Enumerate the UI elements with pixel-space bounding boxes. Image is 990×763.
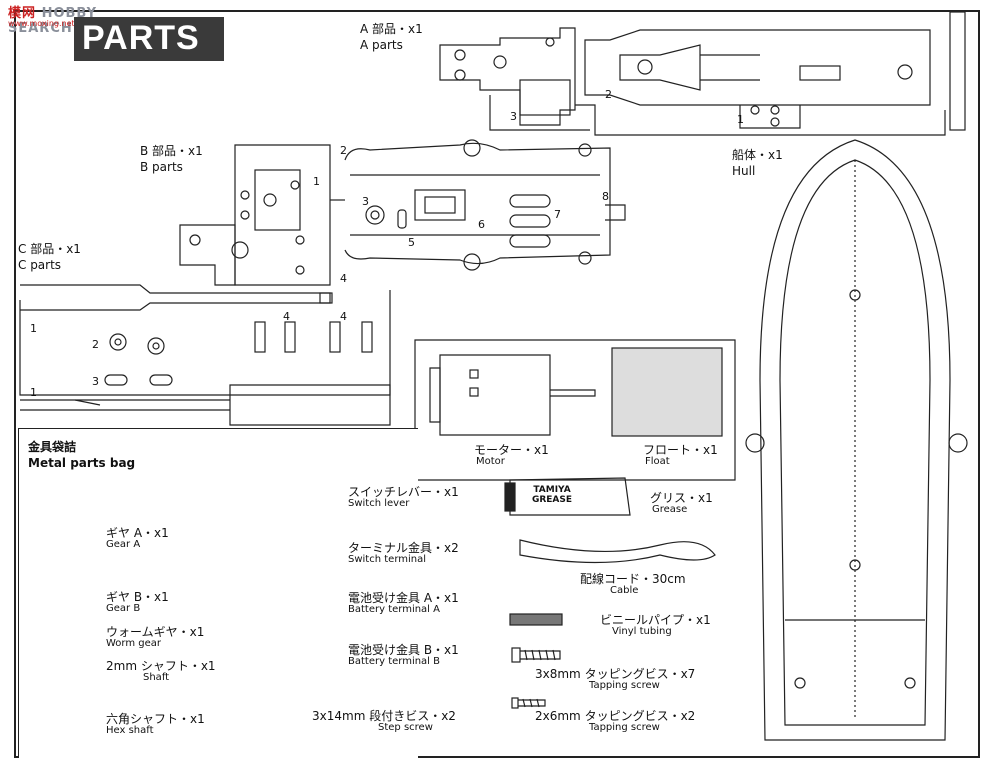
- batt-b-label-jp: 電池受け金具 B・x1: [348, 643, 459, 657]
- part-num: 1: [30, 386, 37, 399]
- hull-label-en: Hull: [732, 164, 756, 178]
- vinyl-label-jp: ビニールパイプ・x1: [600, 613, 711, 627]
- part-num: 1: [30, 322, 37, 335]
- b-parts-label-jp: B 部品・x1: [140, 144, 203, 158]
- tap6-label-en: Tapping screw: [589, 722, 660, 733]
- metal-bag-label-en: Metal parts bag: [28, 456, 136, 470]
- part-num: 5: [408, 236, 415, 249]
- worm-label-jp: ウォームギヤ・x1: [106, 625, 205, 639]
- part-num: 2: [605, 88, 612, 101]
- part-num: 1: [737, 113, 744, 126]
- metal-bag-label-jp: 金具袋詰: [28, 440, 77, 454]
- float-label-jp: フロート・x1: [643, 443, 718, 457]
- terminal-label-en: Switch terminal: [348, 554, 427, 565]
- grease-tube: [504, 477, 631, 516]
- b-parts-label-en: B parts: [140, 160, 183, 174]
- step-label-en: Step screw: [378, 722, 433, 733]
- batt-a-label-en: Battery terminal A: [348, 604, 440, 615]
- hex-label-en: Hex shaft: [106, 725, 154, 736]
- grease-tube-label: TAMIYA GREASE: [531, 485, 573, 505]
- motor-float-panel: [414, 339, 736, 481]
- page-title: PARTS: [82, 19, 200, 57]
- gear-a-label-jp: ギヤ A・x1: [106, 526, 169, 540]
- c-parts-sprue: [19, 224, 391, 426]
- gear-b-label-en: Gear B: [106, 603, 141, 614]
- part-num: 3: [362, 195, 369, 208]
- batt-b-label-en: Battery terminal B: [348, 656, 441, 667]
- gear-a-label-en: Gear A: [106, 539, 141, 550]
- float-label-en: Float: [645, 456, 670, 467]
- metal-bag-frame: [18, 428, 418, 758]
- hull-outline: [745, 139, 968, 741]
- title-banner: [74, 17, 224, 61]
- c-parts-label-jp: C 部品・x1: [18, 242, 81, 256]
- hull-label-jp: 船体・x1: [732, 148, 783, 162]
- tap6-label-jp: 2x6mm タッピングビス・x2: [535, 709, 696, 723]
- part-num: 3: [92, 375, 99, 388]
- terminal-label-jp: ターミナル金具・x2: [348, 541, 459, 555]
- switch-lever-label-jp: スイッチレバー・x1: [348, 485, 459, 499]
- part-num: 7: [554, 208, 561, 221]
- part-num: 1: [313, 175, 320, 188]
- tap8-label-en: Tapping screw: [589, 680, 660, 691]
- a-parts-label-jp: A 部品・x1: [360, 22, 423, 36]
- hex-label-jp: 六角シャフト・x1: [106, 712, 205, 726]
- vinyl-label-en: Vinyl tubing: [612, 626, 672, 637]
- part-num: 8: [602, 190, 609, 203]
- cable-label-en: Cable: [610, 585, 639, 596]
- grease-label-jp: グリス・x1: [650, 491, 713, 505]
- part-num: 4: [340, 310, 347, 323]
- motor-label-jp: モーター・x1: [474, 443, 549, 457]
- c-parts-label-en: C parts: [18, 258, 62, 272]
- worm-label-en: Worm gear: [106, 638, 162, 649]
- switch-lever-label-en: Switch lever: [348, 498, 410, 509]
- part-num: 2: [92, 338, 99, 351]
- motor-label-en: Motor: [476, 456, 505, 467]
- b-parts-sprue: [234, 139, 626, 286]
- part-num: 4: [340, 272, 347, 285]
- cable-label-jp: 配線コード・30cm: [580, 572, 686, 586]
- a-parts-label-en: A parts: [360, 38, 403, 52]
- gear-b-label-jp: ギヤ B・x1: [106, 590, 169, 604]
- shaft2-label-en: Shaft: [143, 672, 170, 683]
- step-label-jp: 3x14mm 段付きビス・x2: [312, 709, 456, 723]
- page-frame: [14, 10, 980, 758]
- batt-a-label-jp: 電池受け金具 A・x1: [348, 591, 459, 605]
- grease-label-en: Grease: [652, 504, 688, 515]
- part-num: 2: [340, 144, 347, 157]
- a-parts-sprue: [439, 11, 966, 136]
- part-num: 3: [510, 110, 517, 123]
- part-num: 4: [283, 310, 290, 323]
- shaft2-label-jp: 2mm シャフト・x1: [106, 659, 216, 673]
- tap8-label-jp: 3x8mm タッピングビス・x7: [535, 667, 696, 681]
- part-num: 6: [478, 218, 485, 231]
